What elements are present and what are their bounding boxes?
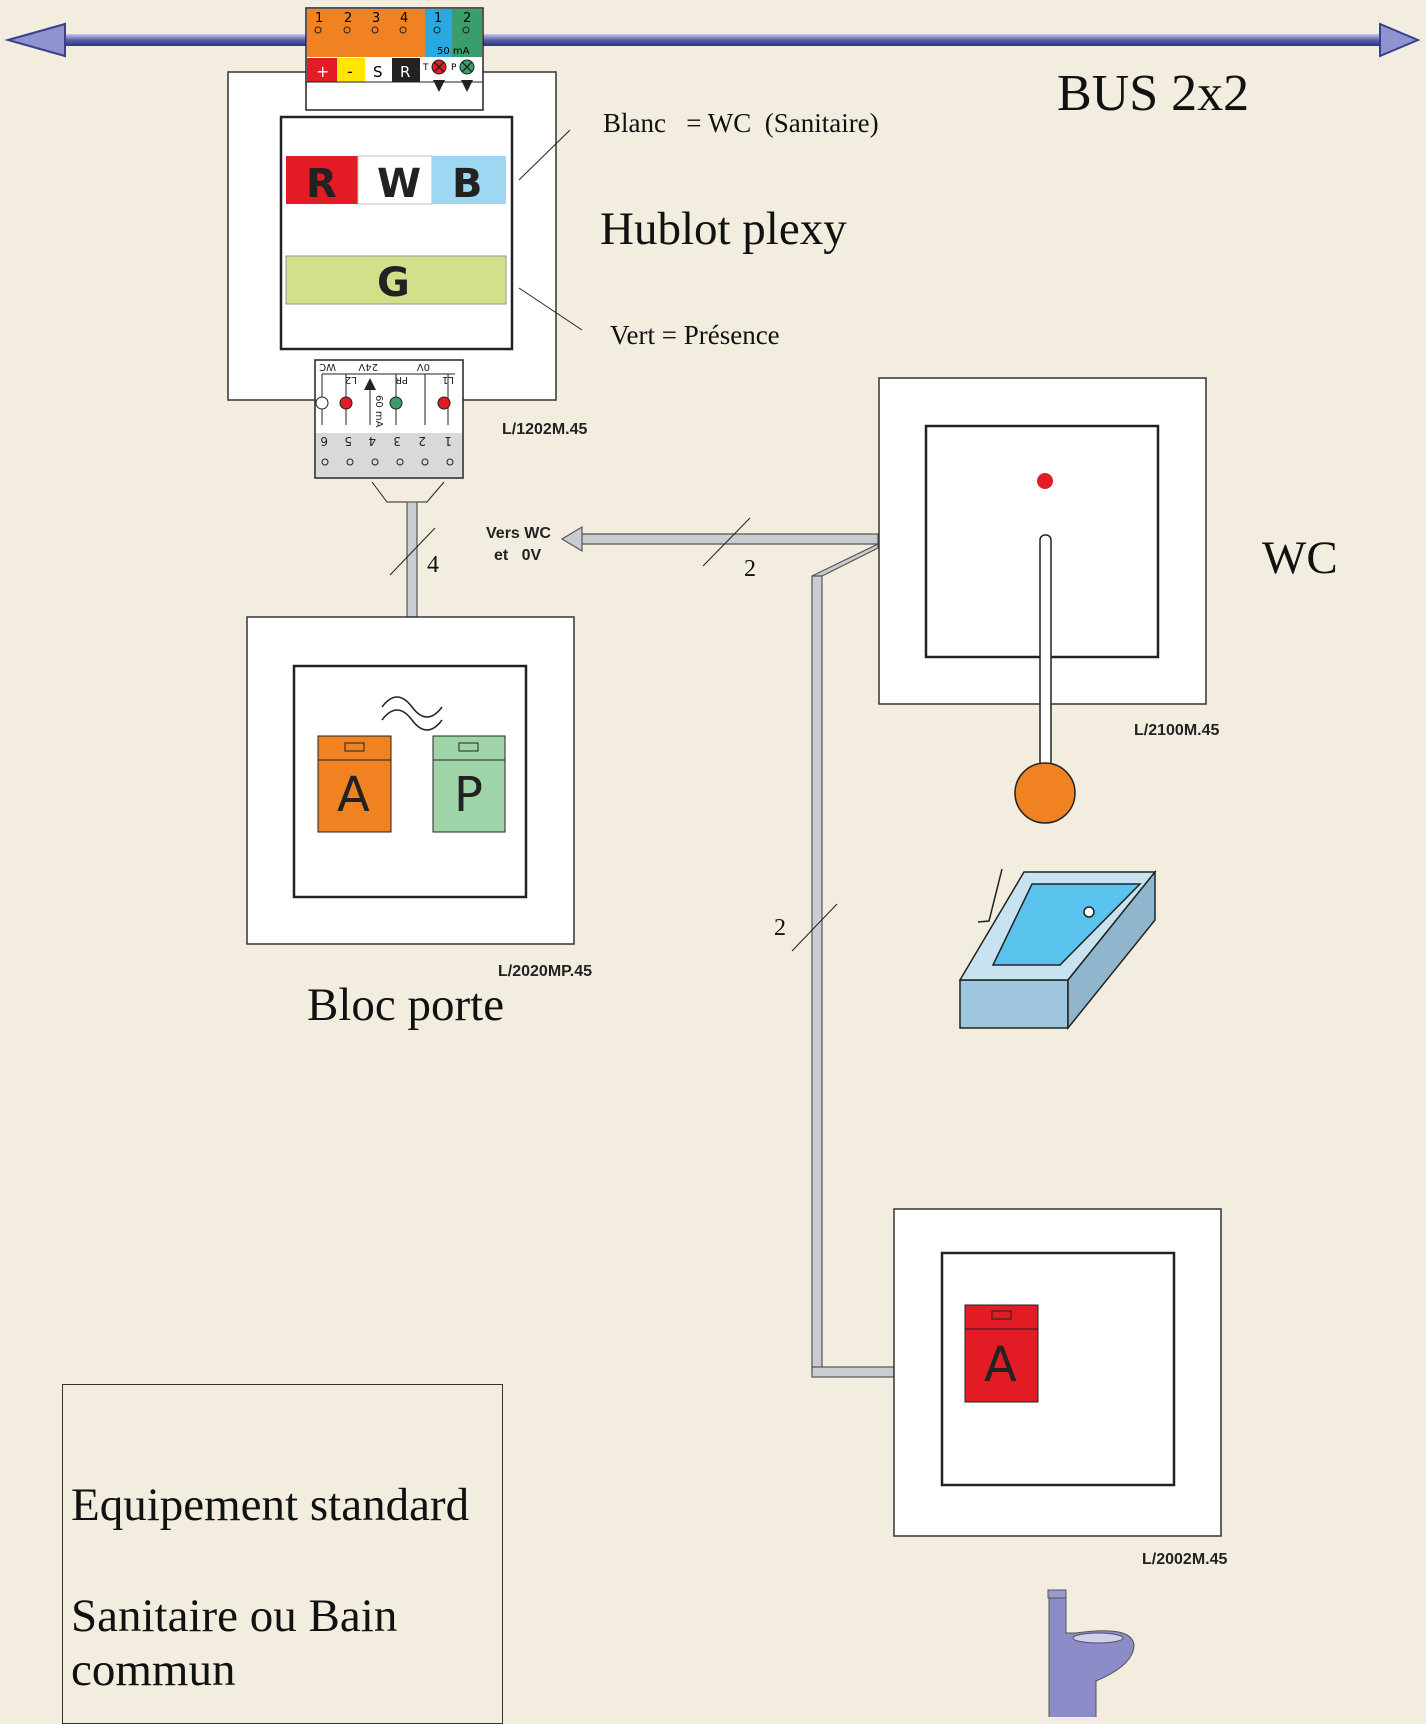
wire-count-4: 4 — [427, 552, 439, 578]
hublot-lens — [279, 115, 514, 351]
bus-current: 50 mA — [437, 46, 470, 57]
hterm-num-3: 3 — [393, 434, 401, 448]
hb-lamp-green-icon — [389, 396, 403, 410]
bus-title: BUS 2x2 — [1057, 65, 1249, 122]
bloc-porte-ref: L/2020MP.45 — [498, 963, 592, 980]
legend-line-3: commun — [71, 1644, 236, 1696]
wire-count-2b: 2 — [774, 915, 786, 941]
hterm-label-24v: 24V — [358, 361, 378, 372]
bus-term-3: 3 — [372, 11, 380, 26]
wire-arrow-label-2: et 0V — [494, 547, 541, 564]
button-a-bloc-label: A — [337, 767, 370, 823]
button-p-bloc-label: P — [454, 767, 483, 823]
button-a-reset-label: A — [984, 1337, 1017, 1393]
hterm-num-6: 6 — [320, 434, 328, 448]
tilde-icon — [381, 696, 443, 731]
lamp-g-box — [285, 255, 507, 305]
hterm-label-pr: PR — [395, 374, 408, 385]
wc-led-icon — [1037, 473, 1053, 489]
bus-minus: - — [347, 62, 353, 81]
label-green: Vert = Présence — [610, 320, 780, 350]
bus-plus: + — [316, 62, 329, 81]
lamp-r: R — [306, 161, 337, 207]
button-a-bloc[interactable]: A — [317, 735, 392, 833]
hterm-label-0v: 0V — [417, 361, 430, 372]
button-p-bloc[interactable]: P — [432, 735, 506, 833]
wc-pull-cord[interactable] — [1039, 534, 1052, 776]
legend-line-1: Equipement standard — [71, 1479, 470, 1531]
toilet-icon — [1047, 1589, 1135, 1717]
label-white: Blanc = WC (Sanitaire) — [603, 108, 879, 138]
lamp-b: B — [452, 161, 483, 207]
bus-led-p: P — [451, 63, 457, 73]
bathtub-icon — [958, 868, 1157, 1031]
hterm-num-4: 4 — [368, 434, 376, 448]
wc-title: WC — [1262, 532, 1338, 584]
bus-line — [4, 22, 1421, 58]
hublot-ref: L/1202M.45 — [502, 421, 587, 438]
legend-box: Equipement standard Sanitaire ou Bain co… — [62, 1384, 503, 1724]
lamp-g: G — [377, 260, 410, 306]
wc-ref: L/2100M.45 — [1134, 722, 1219, 739]
wire-count-2a: 2 — [744, 556, 756, 582]
bus-term-6: 2 — [463, 11, 471, 26]
rwb-lamps: R W B — [286, 155, 506, 207]
hublot-terminal-block: WC L2 24V PR 0V L1 60 mA 6 5 4 3 2 1 — [314, 359, 464, 503]
legend-line-2: Sanitaire ou Bain — [71, 1590, 398, 1642]
wc-pull-handle[interactable] — [1014, 762, 1076, 824]
wire-arrow-label-1: Vers WC — [486, 525, 551, 542]
bus-term-4: 4 — [400, 11, 408, 26]
bloc-porte-title: Bloc porte — [307, 979, 504, 1031]
hterm-num-1: 1 — [444, 434, 452, 448]
lamp-w: W — [377, 161, 421, 207]
bus-term-5: 1 — [434, 11, 442, 26]
hterm-label-l2: L2 — [345, 374, 357, 385]
wire-arrow-icon — [560, 525, 583, 553]
bus-s: S — [373, 63, 383, 81]
hterm-label-wc: WC — [319, 361, 336, 372]
bus-term-1: 1 — [315, 11, 323, 26]
bus-led-t: T — [422, 63, 429, 73]
hb-lamp-red-1-icon — [339, 396, 353, 410]
hublot-title: Hublot plexy — [600, 203, 847, 255]
bus-term-2: 2 — [344, 11, 352, 26]
hterm-num-5: 5 — [344, 434, 352, 448]
hterm-current: 60 mA — [373, 395, 384, 428]
bus-r: R — [400, 63, 410, 81]
hterm-num-2: 2 — [418, 434, 426, 448]
hb-lamp-red-2-icon — [437, 396, 451, 410]
reset-ref: L/2002M.45 — [1142, 1551, 1227, 1568]
hb-lamp-white-icon — [315, 396, 329, 410]
bus-terminal-block: 1 2 3 4 1 2 50 mA + - S R T P — [305, 7, 484, 111]
button-a-reset[interactable]: A — [964, 1304, 1039, 1403]
